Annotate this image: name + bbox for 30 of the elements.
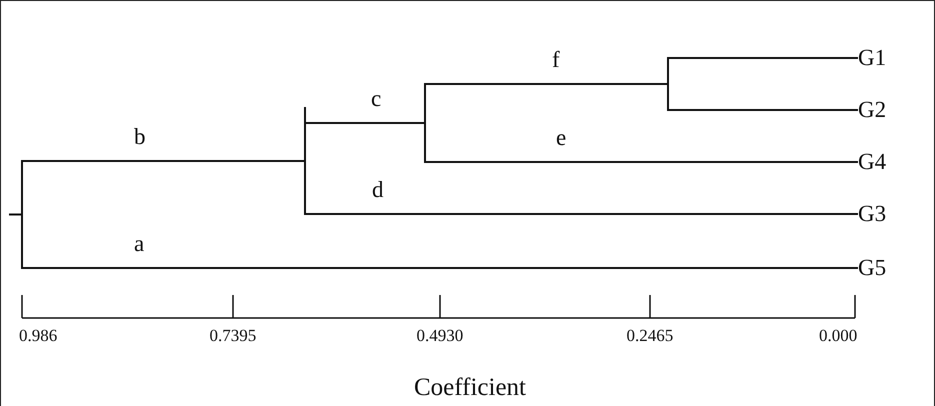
leaf-label: G4 xyxy=(858,150,886,173)
tick-label: 0.2465 xyxy=(626,327,674,344)
edge-label: e xyxy=(556,126,566,149)
tick-label: 0.7395 xyxy=(210,327,256,344)
tick-label: 0.000 xyxy=(819,327,858,344)
tick-label: 0.4930 xyxy=(416,327,464,344)
branch-line xyxy=(669,109,858,111)
edge-label: d xyxy=(372,178,384,201)
junction-line xyxy=(667,57,669,111)
leaf-label: G3 xyxy=(858,202,886,225)
leaf-label: G2 xyxy=(858,98,886,121)
edge-label: b xyxy=(134,125,146,148)
branch-line xyxy=(9,214,21,216)
branch-line xyxy=(23,160,304,162)
junction-line xyxy=(424,83,426,163)
leaf-label: G5 xyxy=(858,256,886,279)
branch-line xyxy=(306,213,858,215)
branch-line xyxy=(426,83,667,85)
tick-label: 0.986 xyxy=(19,327,58,344)
edge-label: a xyxy=(134,232,144,255)
edge-label: f xyxy=(552,48,560,71)
branch-line xyxy=(306,122,424,124)
junction-line xyxy=(21,160,23,269)
branch-line xyxy=(426,161,858,163)
edge-label: c xyxy=(371,87,382,110)
branch-line xyxy=(23,267,858,269)
branch-line xyxy=(669,57,858,59)
axis-title: Coefficient xyxy=(414,375,526,400)
leaf-label: G1 xyxy=(858,46,886,69)
junction-line xyxy=(304,107,306,215)
